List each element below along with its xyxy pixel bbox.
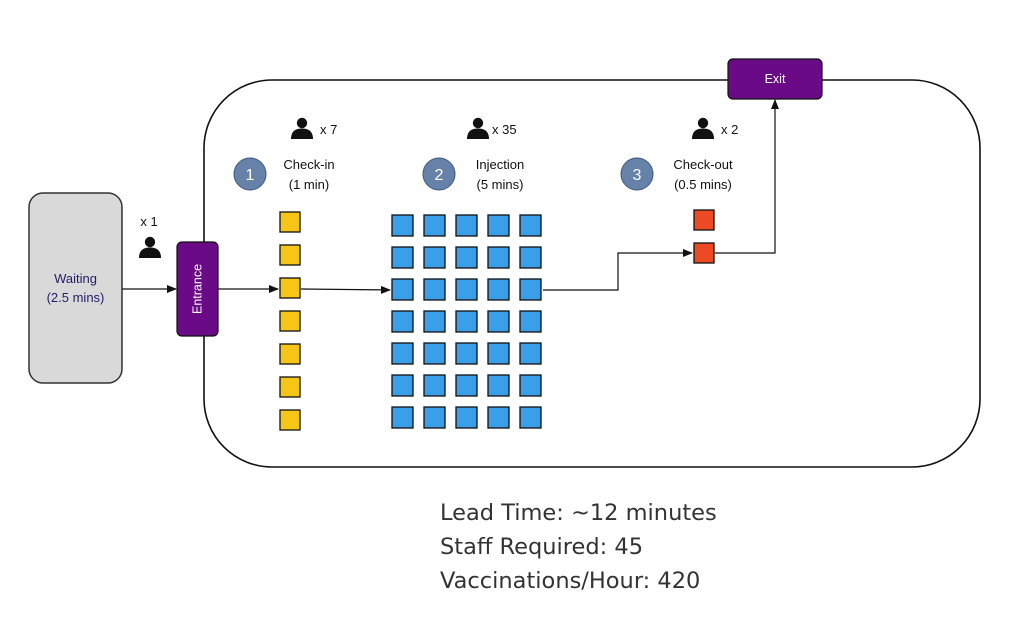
injection-station <box>455 246 478 269</box>
step-badge-1 <box>233 157 267 191</box>
step-badge-3 <box>620 157 654 191</box>
injection-station <box>519 214 542 237</box>
injection-station <box>391 406 414 429</box>
exit-door: Exit <box>727 58 823 100</box>
injection-station <box>487 246 510 269</box>
waiting-area: Waiting (2.5 mins) <box>28 192 123 384</box>
injection-station <box>455 310 478 333</box>
checkout-station <box>693 242 715 264</box>
injection-station <box>487 278 510 301</box>
checkout-staff-count: x 2 <box>721 122 738 137</box>
injection-station <box>423 246 446 269</box>
checkin-label: Check-in <box>283 157 334 172</box>
vaccinations-per-hour-text: Vaccinations/Hour: 420 <box>440 568 701 594</box>
checkin-station <box>279 277 301 299</box>
checkin-staff-count: x 7 <box>320 122 337 137</box>
checkout-station <box>693 209 715 231</box>
injection-station <box>423 278 446 301</box>
injection-station <box>519 406 542 429</box>
lead-time-text: Lead Time: ~12 minutes <box>440 500 717 526</box>
entrance-door: Entrance <box>176 241 219 337</box>
checkin-station <box>279 376 301 398</box>
injection-station <box>487 406 510 429</box>
injection-station <box>455 406 478 429</box>
injection-station <box>423 374 446 397</box>
checkin-station <box>279 211 301 233</box>
injection-staff-count: x 35 <box>492 122 517 137</box>
checkin-station <box>279 310 301 332</box>
checkout-time: (0.5 mins) <box>674 177 732 192</box>
injection-time: (5 mins) <box>477 177 524 192</box>
step-check-out: x 2 3 Check-out (0.5 mins) <box>620 117 738 264</box>
injection-station <box>423 406 446 429</box>
checkin-station <box>279 343 301 365</box>
injection-station <box>519 374 542 397</box>
summary-stats: Lead Time: ~12 minutes Staff Required: 4… <box>440 496 717 598</box>
checkout-label: Check-out <box>673 157 733 172</box>
injection-station <box>391 214 414 237</box>
injection-station <box>391 310 414 333</box>
injection-station <box>391 278 414 301</box>
checkin-time: (1 min) <box>289 177 329 192</box>
injection-station <box>487 342 510 365</box>
injection-label: Injection <box>476 157 524 172</box>
arrow-checkin-to-injection <box>300 285 391 294</box>
injection-station <box>519 342 542 365</box>
injection-stations <box>391 214 542 429</box>
step-number-2: 2 <box>435 167 444 184</box>
injection-station <box>455 214 478 237</box>
exit-label: Exit <box>765 72 786 86</box>
entrance-label: Entrance <box>191 264 205 314</box>
checkout-stations <box>693 209 715 264</box>
injection-station <box>455 278 478 301</box>
injection-station <box>519 246 542 269</box>
arrow-injection-to-checkout <box>543 249 693 291</box>
injection-station <box>455 342 478 365</box>
injection-station <box>487 214 510 237</box>
injection-station <box>391 342 414 365</box>
checkin-stations <box>279 211 301 431</box>
step-injection: x 35 2 Injection (5 mins) <box>391 117 542 429</box>
injection-station <box>487 310 510 333</box>
checkin-station <box>279 409 301 431</box>
waiting-time: (2.5 mins) <box>47 290 105 305</box>
step-check-in: x 7 1 Check-in (1 min) <box>233 117 337 431</box>
injection-station <box>423 310 446 333</box>
waiting-staff-count: x 1 <box>140 214 157 229</box>
facility-boundary <box>203 79 981 468</box>
injection-station <box>423 342 446 365</box>
injection-station <box>519 310 542 333</box>
checkin-station <box>279 244 301 266</box>
step-number-1: 1 <box>246 167 255 184</box>
injection-station <box>391 246 414 269</box>
staff-required-text: Staff Required: 45 <box>440 534 644 560</box>
injection-station <box>391 374 414 397</box>
injection-station <box>423 214 446 237</box>
injection-station <box>487 374 510 397</box>
step-number-3: 3 <box>633 167 642 184</box>
injection-station <box>455 374 478 397</box>
person-icon <box>139 236 161 258</box>
waiting-label: Waiting <box>54 271 97 286</box>
arrow-checkout-to-exit <box>715 99 779 254</box>
step-badge-2 <box>422 157 456 191</box>
injection-station <box>519 278 542 301</box>
